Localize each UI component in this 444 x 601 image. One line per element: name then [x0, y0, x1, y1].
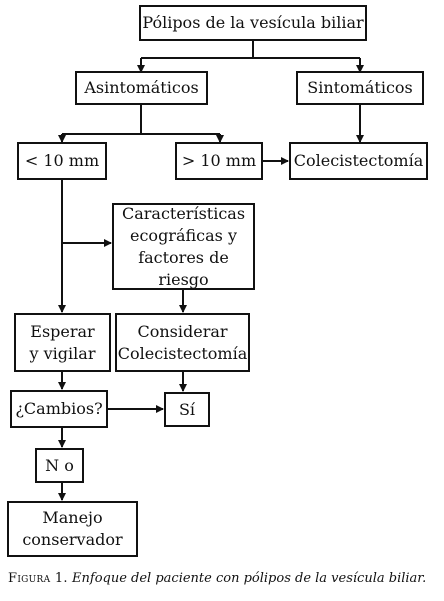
node-esperar-vigilar: Esperar y vigilar — [14, 313, 111, 372]
node-esperar-vigilar-label: Esperar y vigilar — [29, 321, 96, 363]
node-manejo: Manejo conservador — [7, 501, 138, 557]
node-si-label: Sí — [178, 399, 196, 419]
node-asintomaticos-label: Asintomáticos — [84, 78, 199, 97]
node-no: N o — [35, 448, 84, 483]
node-colecistectomia: Colecistectomía — [289, 142, 428, 180]
figure-caption: Figura 1. Enfoque del paciente con pólip… — [8, 571, 438, 586]
node-cambios: ¿Cambios? — [10, 390, 108, 428]
node-colecistectomia-label: Colecistectomía — [293, 151, 424, 170]
figure-caption-text: Enfoque del paciente con pólipos de la v… — [72, 571, 427, 586]
node-polipos: Pólipos de la vesícula biliar — [139, 5, 367, 41]
node-menor-10mm-label: < 10 mm — [24, 151, 100, 170]
node-polipos-label: Pólipos de la vesícula biliar — [142, 13, 364, 32]
node-caracteristicas: Características ecográficas y factores d… — [112, 203, 255, 290]
node-si: Sí — [164, 392, 210, 427]
node-no-label: N o — [45, 455, 74, 475]
node-caracteristicas-label: Características ecográficas y factores d… — [121, 203, 246, 289]
node-asintomaticos: Asintomáticos — [75, 71, 208, 105]
node-considerar: Considerar Colecistectomía — [115, 313, 250, 372]
node-sintomaticos: Sintomáticos — [296, 71, 424, 105]
node-mayor-10mm: > 10 mm — [175, 142, 263, 180]
node-mayor-10mm-label: > 10 mm — [181, 151, 257, 170]
node-menor-10mm: < 10 mm — [17, 142, 107, 180]
node-considerar-label: Considerar Colecistectomía — [117, 321, 248, 363]
node-manejo-label: Manejo conservador — [22, 508, 123, 549]
node-cambios-label: ¿Cambios? — [15, 399, 103, 418]
node-sintomaticos-label: Sintomáticos — [307, 78, 413, 97]
figure-label: Figura 1. — [8, 571, 68, 586]
